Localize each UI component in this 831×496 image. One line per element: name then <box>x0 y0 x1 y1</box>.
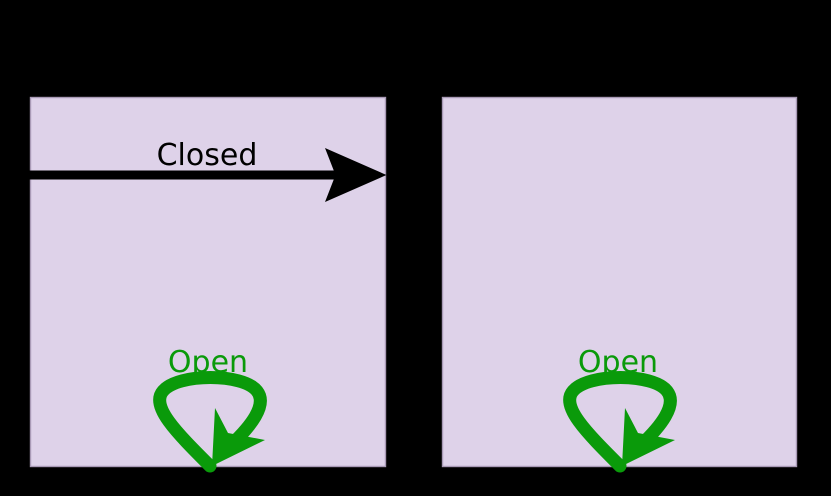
state-left-rect[interactable] <box>29 96 387 468</box>
selfloop-open-left-path <box>153 371 267 473</box>
selfloop-open-left[interactable]: Open <box>153 345 267 473</box>
selfloop-open-left-arrowhead <box>212 408 265 466</box>
state-right-rect[interactable] <box>441 96 798 468</box>
transition-closed-label: Closed <box>157 138 258 173</box>
selfloop-open-right-label: Open <box>578 345 658 380</box>
state-node-right[interactable] <box>441 96 798 468</box>
transition-closed-arrowhead <box>325 148 387 202</box>
transition-closed[interactable]: Closed <box>0 138 387 202</box>
selfloop-open-right[interactable]: Open <box>563 345 677 473</box>
selfloop-open-right-arrowhead <box>622 408 675 466</box>
state-node-left[interactable] <box>29 96 387 468</box>
selfloop-open-left-label: Open <box>168 345 248 380</box>
selfloop-open-right-path <box>563 371 677 473</box>
